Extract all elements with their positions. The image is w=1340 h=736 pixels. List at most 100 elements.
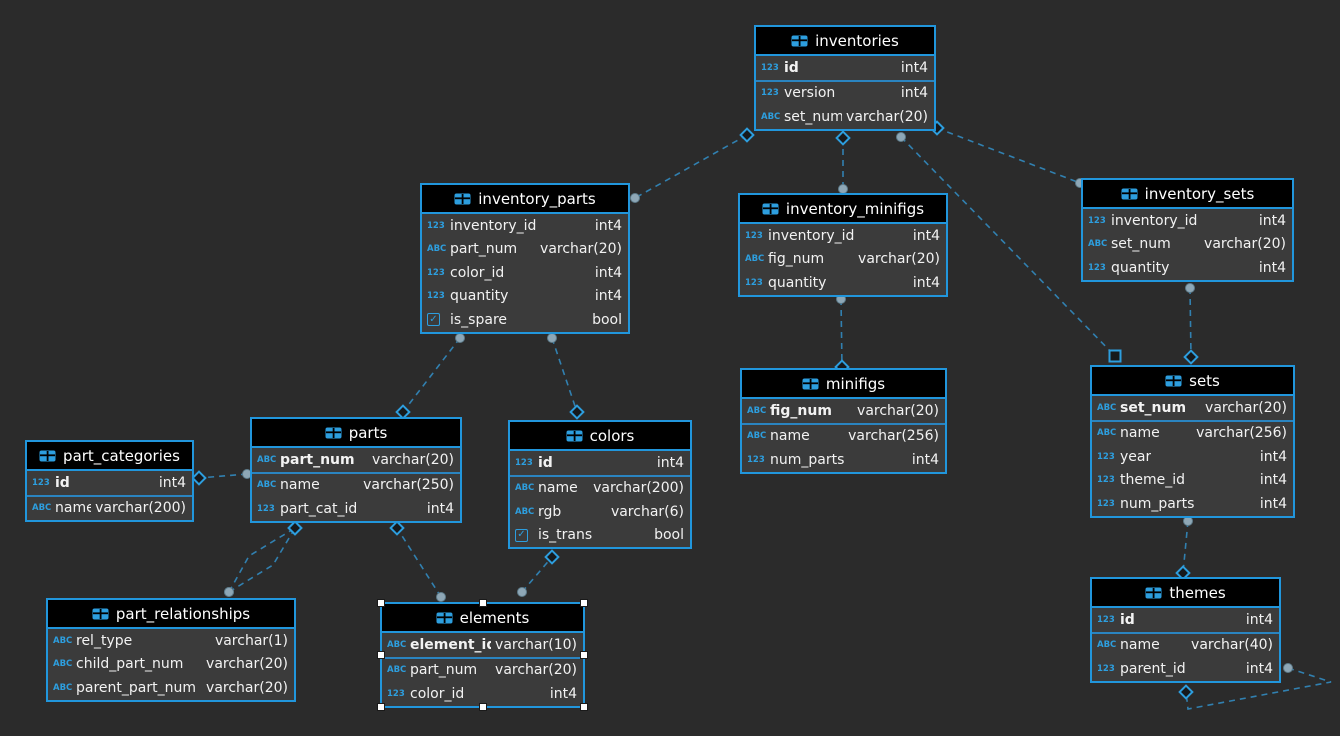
relationship-endpoint-circle-elements-parts[interactable] (436, 592, 446, 602)
relationship-endpoint-circle-inventory_parts-parts[interactable] (455, 333, 465, 343)
relationship-line-sets-themes[interactable] (1182, 520, 1189, 574)
relationship-line-inventory_sets-sets[interactable] (1189, 287, 1192, 358)
relationship-line-parts-part_categories[interactable] (198, 473, 248, 479)
table-header[interactable]: inventories (756, 27, 934, 56)
relationship-endpoint-diamond-sets-themes[interactable] (1175, 565, 1191, 581)
table-header[interactable]: parts (252, 419, 460, 448)
relationship-line-elements-parts[interactable] (396, 527, 442, 598)
relationship-line-part_relationships-parts-parent[interactable] (228, 527, 296, 593)
table-header[interactable]: sets (1092, 367, 1293, 396)
relationship-line-themes-self-parent[interactable] (1185, 667, 1332, 710)
relationship-endpoint-circle-elements-colors[interactable] (517, 587, 527, 597)
relationship-endpoint-circle-inventory_parts-inventories[interactable] (630, 193, 640, 203)
relationship-endpoint-diamond-themes-self-parent[interactable] (1178, 684, 1194, 700)
table-header[interactable]: elements (382, 604, 583, 633)
relationship-endpoint-diamond-part_relationships-parts-parent[interactable] (287, 520, 303, 536)
selection-handle-br[interactable] (580, 702, 588, 711)
relationship-endpoint-diamond-inventory_parts-parts[interactable] (395, 404, 411, 420)
relationship-endpoint-diamond-elements-colors[interactable] (544, 549, 560, 565)
selection-handle-bc[interactable] (478, 702, 487, 711)
selection-handle-tc[interactable] (478, 599, 487, 607)
relationship-line-elements-colors[interactable] (521, 556, 553, 593)
relationship-line-inventories-sets[interactable] (900, 136, 1116, 357)
relationship-endpoint-circle-inventory_parts-colors[interactable] (547, 333, 557, 343)
relationship-endpoint-diamond-elements-parts[interactable] (389, 520, 405, 536)
table-header[interactable]: minifigs (742, 370, 945, 399)
table-header[interactable]: inventory_parts (422, 185, 628, 214)
relationship-endpoint-diamond-inventory_parts-colors[interactable] (569, 404, 585, 420)
relationship-endpoint-square-inventories-sets[interactable] (1108, 349, 1122, 363)
relationship-endpoint-circle-themes-self-parent[interactable] (1283, 663, 1293, 673)
selection-handle-tl[interactable] (377, 599, 385, 607)
relationship-line-part_relationships-parts-child[interactable] (228, 527, 296, 593)
relationship-line-inventory_sets-inventories[interactable] (936, 127, 1081, 184)
relationship-endpoint-circle-part_relationships-parts-parent[interactable] (224, 587, 234, 597)
table-header[interactable]: inventory_sets (1083, 180, 1292, 209)
relationship-endpoint-circle-inventories-sets[interactable] (896, 132, 906, 142)
relationship-endpoint-diamond-inventory_minifigs-inventories[interactable] (835, 130, 851, 146)
relationship-line-inventory_parts-parts[interactable] (402, 337, 461, 413)
selection-handle-ml[interactable] (377, 650, 385, 659)
relationship-endpoint-diamond-parts-part_categories[interactable] (191, 470, 207, 486)
table-header[interactable]: themes (1092, 579, 1279, 608)
relationship-endpoint-circle-inventory_sets-sets[interactable] (1185, 283, 1195, 293)
relationship-line-inventory_parts-colors[interactable] (551, 337, 578, 413)
relationship-line-inventory_minifigs-minifigs[interactable] (840, 298, 843, 368)
relationship-endpoint-diamond-inventory_parts-inventories[interactable] (739, 127, 755, 143)
table-header[interactable]: colors (510, 422, 690, 451)
table-header[interactable]: inventory_minifigs (740, 195, 946, 224)
selection-handle-tr[interactable] (580, 599, 588, 607)
selection-handle-bl[interactable] (377, 702, 385, 711)
